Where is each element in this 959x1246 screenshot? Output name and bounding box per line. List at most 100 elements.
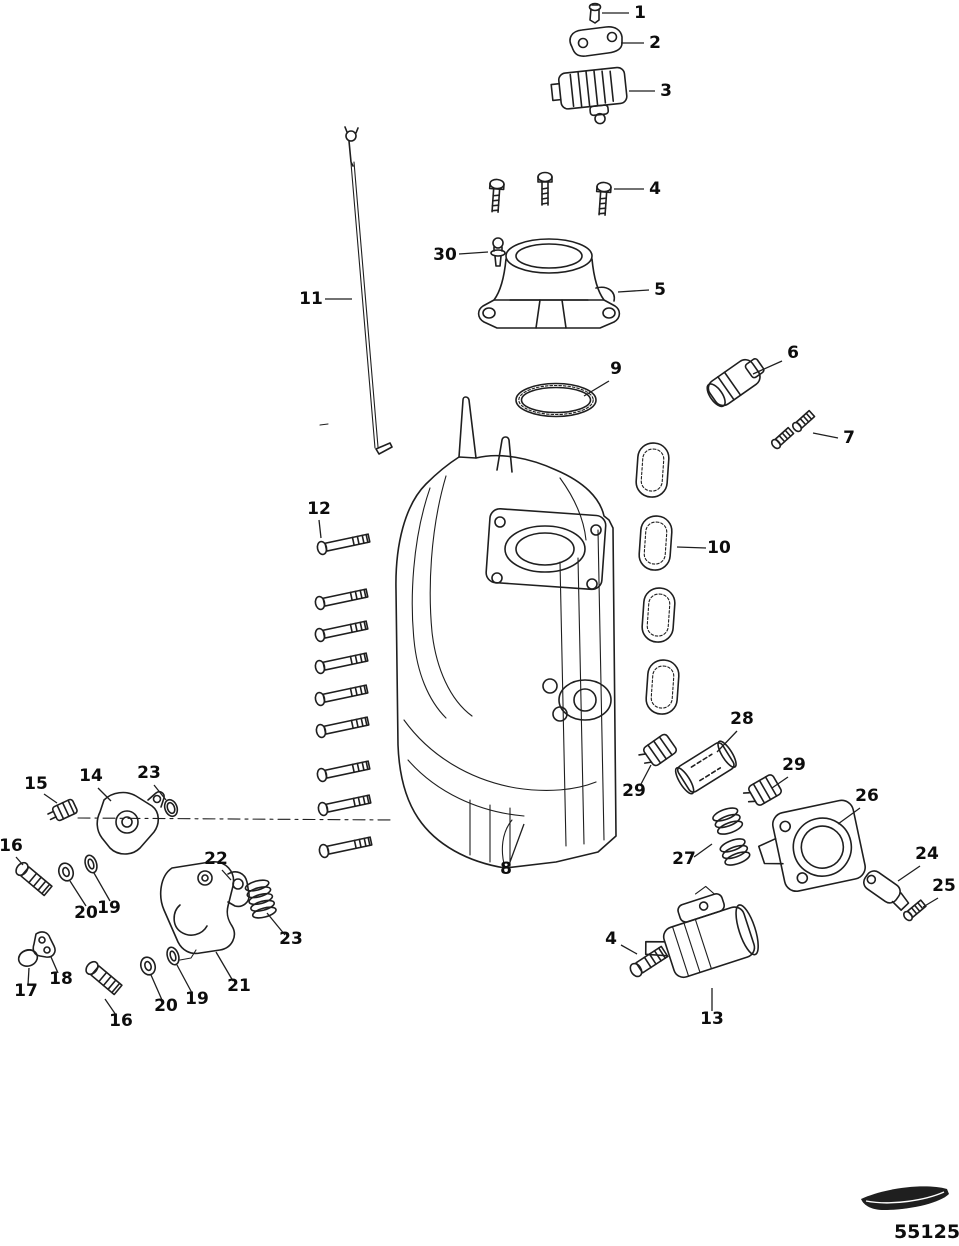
iac-valve-part-13 — [644, 885, 759, 979]
throttle-body-part-5 — [477, 238, 621, 329]
screws-part-7 — [769, 409, 817, 451]
callout-leader-line — [693, 843, 713, 858]
callout-leader-line — [458, 251, 489, 255]
callout-label: 16 — [0, 836, 23, 856]
callout-leader-line — [176, 964, 193, 994]
callout-leader-line — [922, 897, 939, 908]
callout-label: 16 — [109, 1011, 133, 1031]
screw-part-25 — [901, 898, 928, 923]
callout-label: 27 — [672, 849, 696, 869]
callout-leader-line — [69, 880, 87, 907]
manifold-bolts-part-12 — [313, 530, 374, 860]
callout-label: 9 — [610, 359, 622, 379]
callout-label: 7 — [843, 428, 855, 448]
callout-label: 6 — [787, 343, 799, 363]
callout-leader-line — [93, 872, 111, 902]
callout-label: 19 — [185, 989, 209, 1009]
callout-label: 23 — [137, 763, 161, 783]
bracket-part-2 — [569, 26, 623, 57]
runner-gaskets-part-10 — [635, 442, 680, 715]
sensor-part-24 — [863, 870, 910, 911]
callout-leader-line — [27, 967, 30, 986]
callout-label: 1 — [634, 3, 646, 23]
callout-leader-line — [812, 432, 839, 439]
callout-label: 11 — [299, 289, 323, 309]
washer-part-20a — [55, 860, 77, 884]
callout-label: 8 — [500, 859, 512, 879]
map-sensor-part-3 — [550, 66, 628, 125]
callout-label: 21 — [227, 976, 251, 996]
callout-leader-line — [716, 730, 738, 753]
hose-clamp-part-29a — [636, 732, 679, 772]
flange-bolts-part-4 — [487, 171, 613, 217]
callout-leader-line — [837, 807, 861, 825]
callout-label: 4 — [605, 929, 617, 949]
callout-label: 18 — [49, 969, 73, 989]
callout-leader-line — [639, 764, 652, 787]
drawing-number: 55125 — [894, 1221, 959, 1243]
bolt-part-16b — [82, 958, 124, 997]
callout-leader-line — [97, 787, 112, 802]
callout-leader-line — [318, 519, 322, 539]
callout-leader-line — [676, 546, 707, 549]
callout-label: 29 — [782, 755, 806, 775]
tps-sensor-part-14 — [96, 791, 165, 855]
callout-label: 19 — [97, 898, 121, 918]
callout-label: 20 — [154, 996, 178, 1016]
callout-leader-line — [221, 869, 232, 881]
callout-label: 28 — [730, 709, 754, 729]
callout-label: 17 — [14, 981, 38, 1001]
tick-mark — [319, 423, 329, 426]
callout-leader-line — [509, 823, 525, 863]
callout-leader-line — [771, 776, 789, 789]
seal-part-19a — [82, 852, 100, 876]
sensor-boot-part-6 — [706, 358, 765, 408]
callout-label: 15 — [24, 774, 48, 794]
throttle-cam-part-21 — [159, 861, 236, 961]
callout-label: 2 — [649, 33, 661, 53]
bolt-part-4b — [627, 944, 670, 980]
callout-label: 23 — [279, 929, 303, 949]
callout-label: 20 — [74, 903, 98, 923]
callout-label: 13 — [700, 1009, 724, 1029]
washer-part-20b — [137, 954, 159, 978]
callout-label: 12 — [307, 499, 331, 519]
boat-hull-icon — [861, 1186, 949, 1210]
callout-label: 25 — [932, 876, 956, 896]
callout-leader-line — [15, 856, 24, 866]
seal-part-19b — [164, 944, 182, 968]
link-rod-part-11 — [344, 126, 393, 455]
cap-part-17 — [17, 949, 39, 967]
fittings-part-27 — [712, 807, 751, 866]
callout-label: 29 — [622, 781, 646, 801]
terminal-part-15 — [47, 798, 78, 822]
callout-label: 3 — [660, 81, 672, 101]
callout-leader-line — [43, 793, 58, 804]
adapter-housing-part-26 — [757, 799, 866, 893]
screw-part-1 — [588, 2, 602, 24]
callout-label: 26 — [855, 786, 879, 806]
callout-leader-line — [620, 944, 638, 955]
assembly-centerline — [77, 817, 393, 821]
callout-leader-line — [215, 951, 234, 982]
callout-leader-line — [50, 956, 59, 974]
callout-leader-line — [752, 360, 783, 375]
callout-label: 22 — [204, 849, 228, 869]
oring-part-23a — [163, 798, 179, 818]
callout-leader-line — [583, 380, 610, 397]
callout-leader-line — [150, 974, 163, 1001]
callout-label: 5 — [654, 280, 666, 300]
callout-label: 4 — [649, 179, 661, 199]
callout-leader-line — [153, 784, 167, 801]
callout-label: 14 — [79, 766, 103, 786]
callout-label: 30 — [433, 245, 457, 265]
callout-leader-line — [617, 289, 650, 293]
sleeve-part-28 — [674, 740, 737, 795]
callout-label: 10 — [707, 538, 731, 558]
gasket-part-9 — [515, 382, 597, 418]
callout-label: 24 — [915, 844, 939, 864]
bolt-part-16a — [12, 859, 54, 898]
callout-leader-line — [104, 998, 117, 1016]
